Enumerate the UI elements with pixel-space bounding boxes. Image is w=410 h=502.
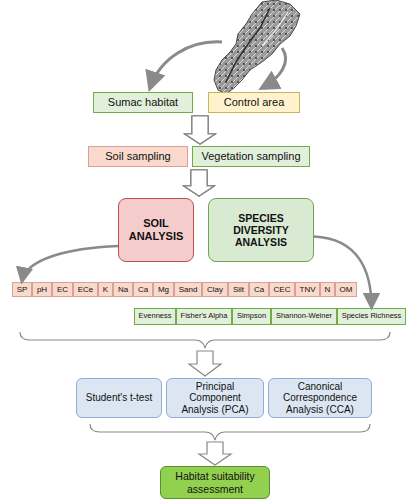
node-label: Silt <box>233 285 244 294</box>
curved-arrow <box>22 246 118 281</box>
map-arrow <box>150 42 222 88</box>
map-arrow <box>262 48 286 88</box>
hollow-arrow <box>199 442 231 465</box>
hollow-arrow <box>185 116 215 144</box>
diversity-index: Evenness <box>134 308 176 325</box>
method-box: Canonical Correspondence Analysis (CCA) <box>268 378 372 418</box>
hollow-arrow <box>184 170 214 196</box>
node-label: Ca <box>254 285 264 294</box>
node-label: N <box>325 285 331 294</box>
hollow-arrow <box>185 116 215 144</box>
hollow-arrow <box>185 116 215 144</box>
node-label: OM <box>340 285 353 294</box>
node-label: TNV <box>300 285 316 294</box>
node-label: EC <box>57 285 68 294</box>
diversity-index: Species Richness <box>337 308 406 325</box>
diversity-index: Simpson <box>232 308 271 325</box>
node-label: Student's t-test <box>86 392 152 404</box>
soil-parameter: SP <box>12 282 32 297</box>
soil-parameter: Silt <box>228 282 249 297</box>
hollow-arrow <box>184 170 214 196</box>
soil-parameter: Na <box>113 282 133 297</box>
soil-parameter: ECe <box>73 282 98 297</box>
soil-parameter: TNV <box>295 282 320 297</box>
grouping-brace <box>90 424 370 440</box>
sampling-box: Soil sampling <box>88 146 188 167</box>
node-label: Shannon-Weiner <box>276 312 332 321</box>
soil-parameter: Sand <box>174 282 202 297</box>
node-label: Habitat suitability assessment <box>164 470 266 494</box>
node-label: SOIL ANALYSIS <box>122 217 190 242</box>
node-label: SPECIES DIVERSITY ANALYSIS <box>212 212 310 248</box>
node-label: Vegetation sampling <box>201 150 300 163</box>
node-label: Sumac habitat <box>108 96 178 109</box>
soil-parameter: EC <box>52 282 73 297</box>
node-label: Soil sampling <box>105 150 170 163</box>
node-label: Species Richness <box>342 312 402 321</box>
hollow-arrow <box>184 170 214 196</box>
soil-parameter: Ca <box>133 282 153 297</box>
diversity-index: Shannon-Weiner <box>271 308 337 325</box>
node-label: pH <box>37 285 47 294</box>
result-box: Habitat suitability assessment <box>160 466 270 499</box>
grouping-brace <box>20 332 390 348</box>
site-box: Control area <box>208 92 300 113</box>
node-label: CEC <box>274 285 291 294</box>
method-box: Student's t-test <box>76 378 162 418</box>
node-label: Clay <box>207 285 223 294</box>
node-label: SP <box>17 285 28 294</box>
node-label: Sand <box>179 285 198 294</box>
soil-parameter: N <box>320 282 335 297</box>
soil-parameter: pH <box>32 282 52 297</box>
hollow-arrow <box>185 116 215 144</box>
node-label: K <box>103 285 108 294</box>
sampling-box: Vegetation sampling <box>192 146 310 167</box>
node-label: Mg <box>158 285 169 294</box>
soil-parameter: Clay <box>202 282 228 297</box>
node-label: Fisher's Alpha <box>181 312 228 321</box>
node-label: Ca <box>138 285 148 294</box>
study-area-map <box>214 0 300 94</box>
hollow-arrow <box>184 170 214 196</box>
node-label: ECe <box>78 285 94 294</box>
method-box: Principal Component Analysis (PCA) <box>166 378 264 418</box>
node-label: Na <box>118 285 128 294</box>
soil-parameter: K <box>98 282 113 297</box>
site-box: Sumac habitat <box>93 92 193 113</box>
node-label: Principal Component Analysis (PCA) <box>170 381 260 416</box>
diversity-index: Fisher's Alpha <box>176 308 232 325</box>
soil-parameter: OM <box>335 282 357 297</box>
soil-parameter: Ca <box>249 282 269 297</box>
analysis-box: SOIL ANALYSIS <box>118 198 194 262</box>
soil-parameter: Mg <box>153 282 174 297</box>
curved-arrow <box>314 236 372 307</box>
analysis-box: SPECIES DIVERSITY ANALYSIS <box>208 198 314 262</box>
node-label: Control area <box>224 96 285 109</box>
node-label: Evenness <box>139 312 172 321</box>
hollow-arrow <box>189 351 221 376</box>
node-label: Simpson <box>237 312 266 321</box>
node-label: Canonical Correspondence Analysis (CCA) <box>272 381 368 416</box>
soil-parameter: CEC <box>269 282 295 297</box>
